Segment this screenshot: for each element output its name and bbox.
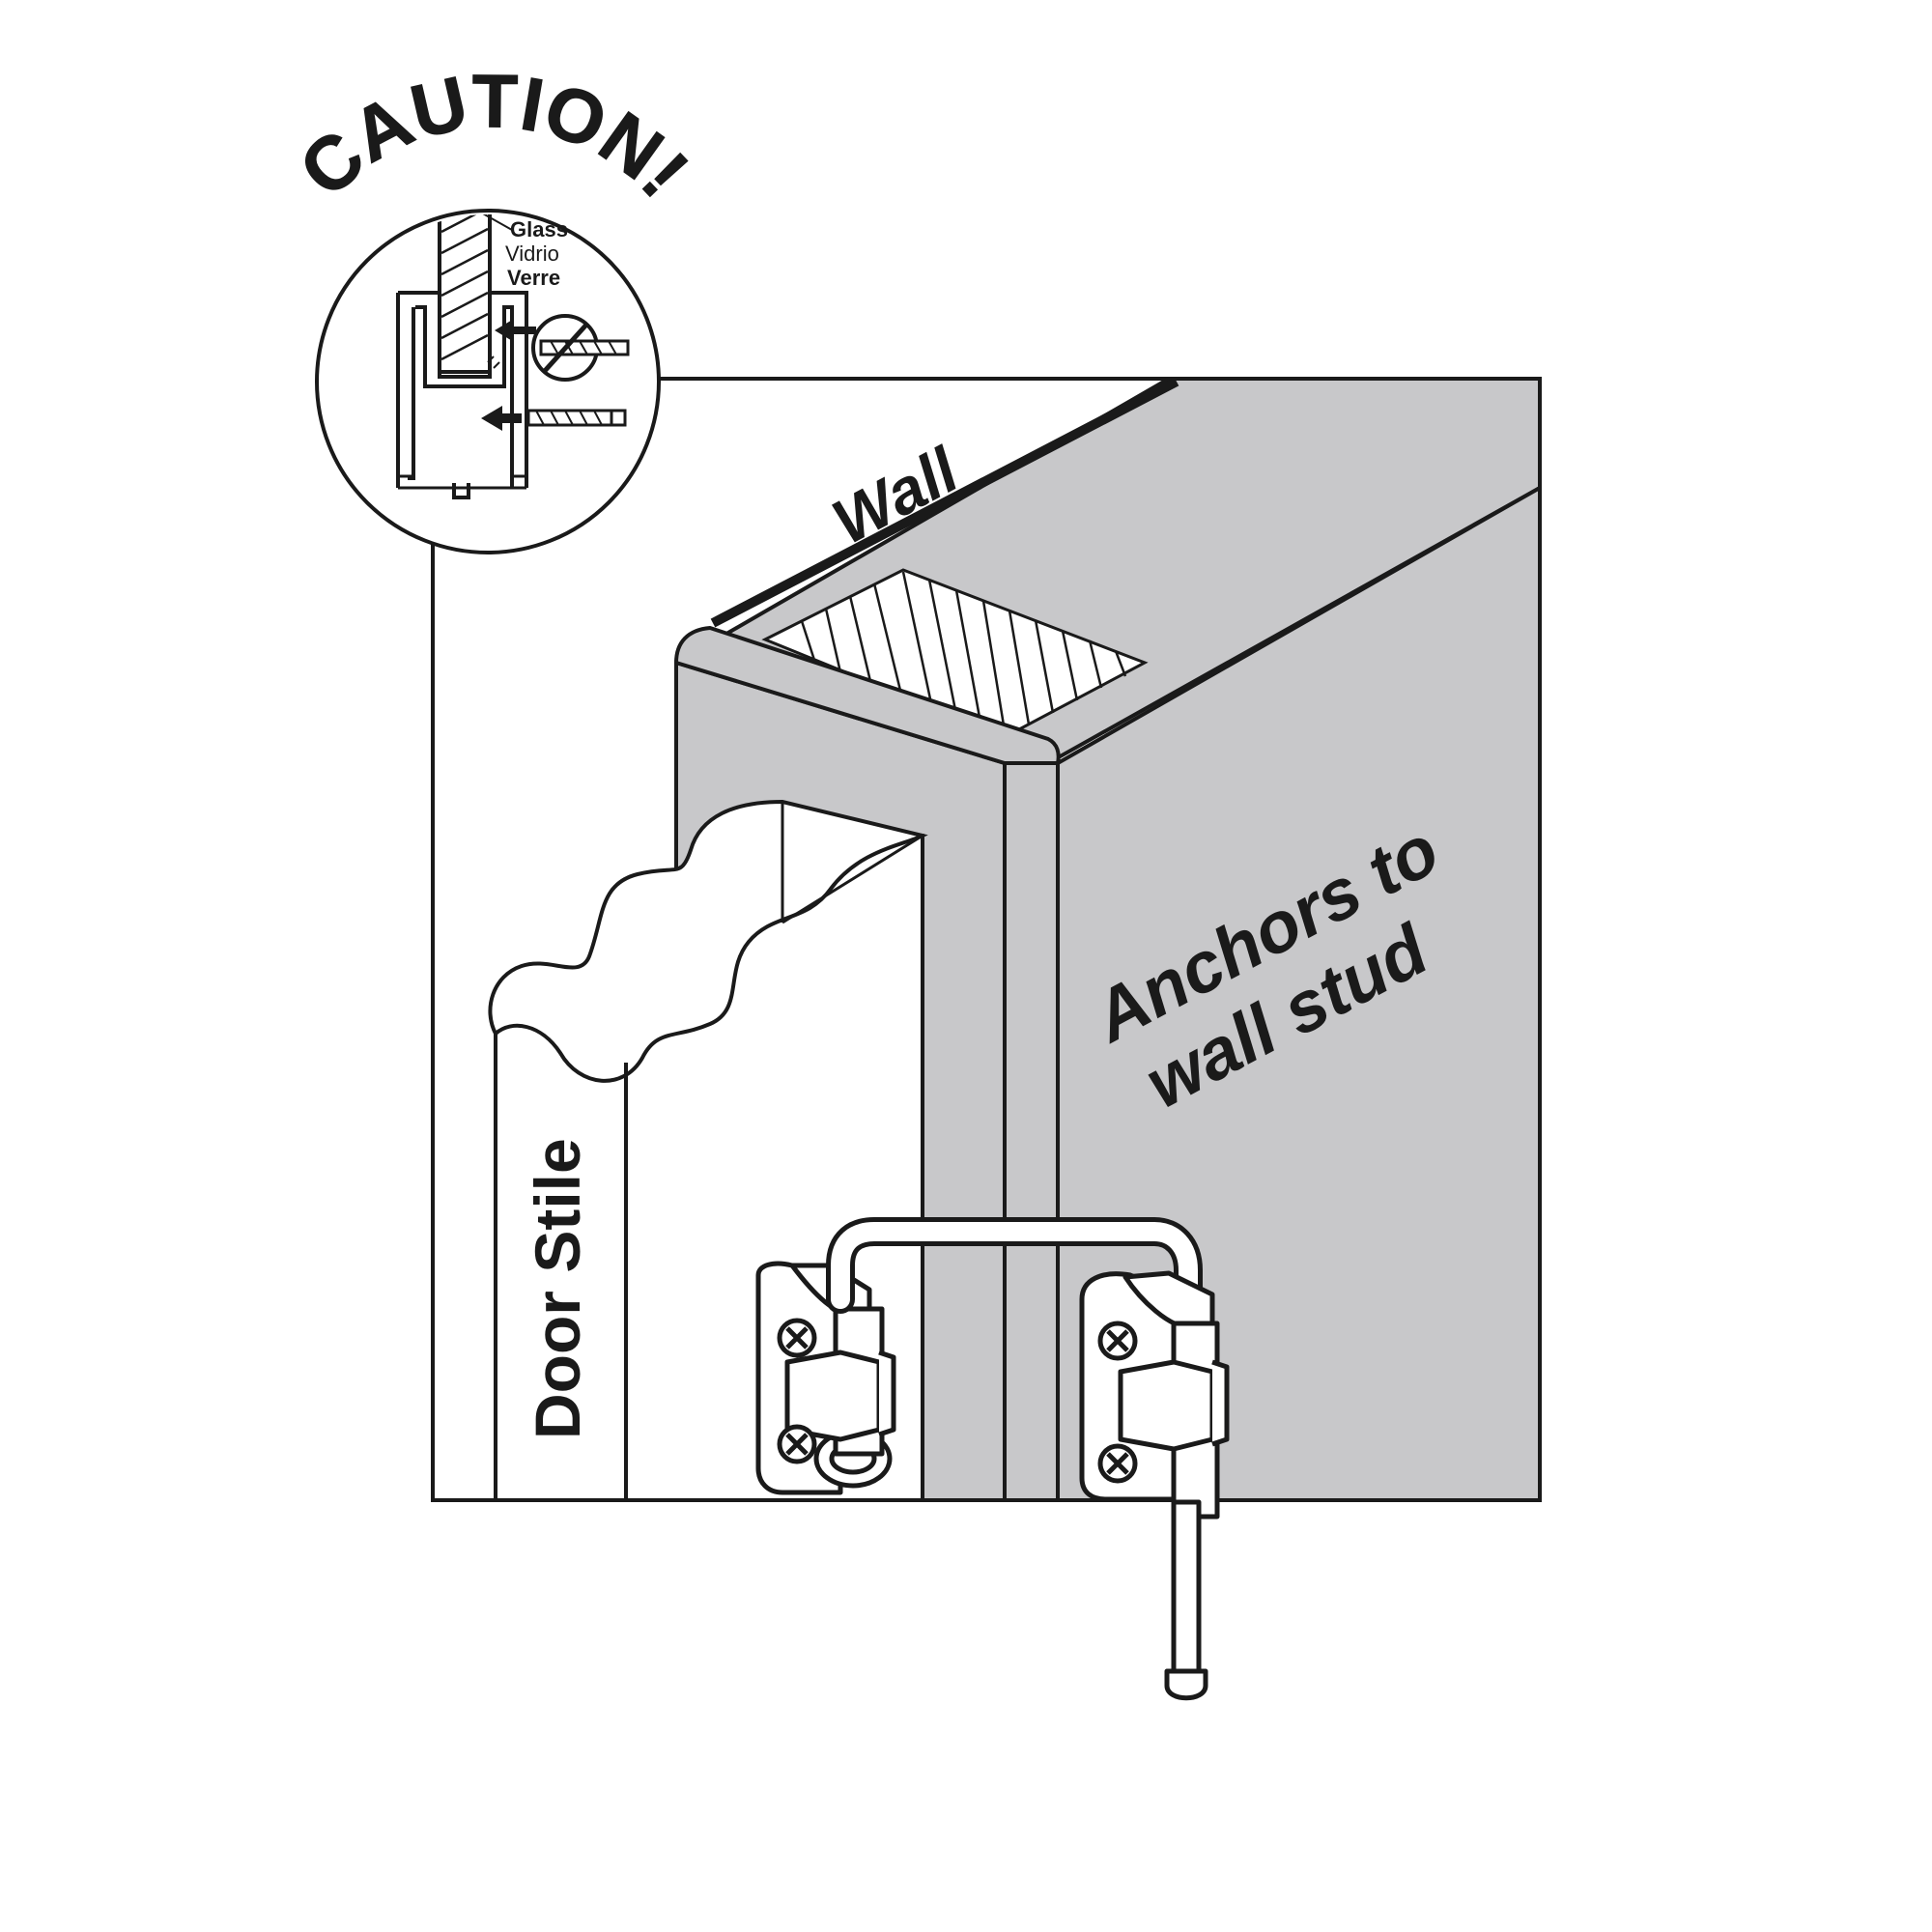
glass-pane <box>438 214 492 374</box>
caution-inset: Glass Vidrio Verre <box>315 209 661 554</box>
no-drill-symbol-icon <box>531 314 630 382</box>
vidrio-label: Vidrio <box>505 242 559 266</box>
door-stile-label: Door Stile <box>522 1138 593 1439</box>
glass-label: Glass <box>510 217 568 242</box>
drill-bit-icon <box>526 409 627 427</box>
door-frame-profile <box>396 291 528 499</box>
arrow-left-icon <box>481 406 522 431</box>
verre-label: Verre <box>507 266 560 290</box>
screw-icon <box>1097 1321 1138 1484</box>
door-stile-top-rim <box>488 799 928 1083</box>
door-jamb-edge <box>1003 761 1060 1502</box>
arrow-left-icon <box>495 319 536 342</box>
wall-top-edge <box>710 377 1179 628</box>
door-jamb-top-cap <box>673 625 1061 765</box>
screw-icon <box>777 1318 817 1464</box>
caution-heading: CAUTION! <box>283 58 704 213</box>
